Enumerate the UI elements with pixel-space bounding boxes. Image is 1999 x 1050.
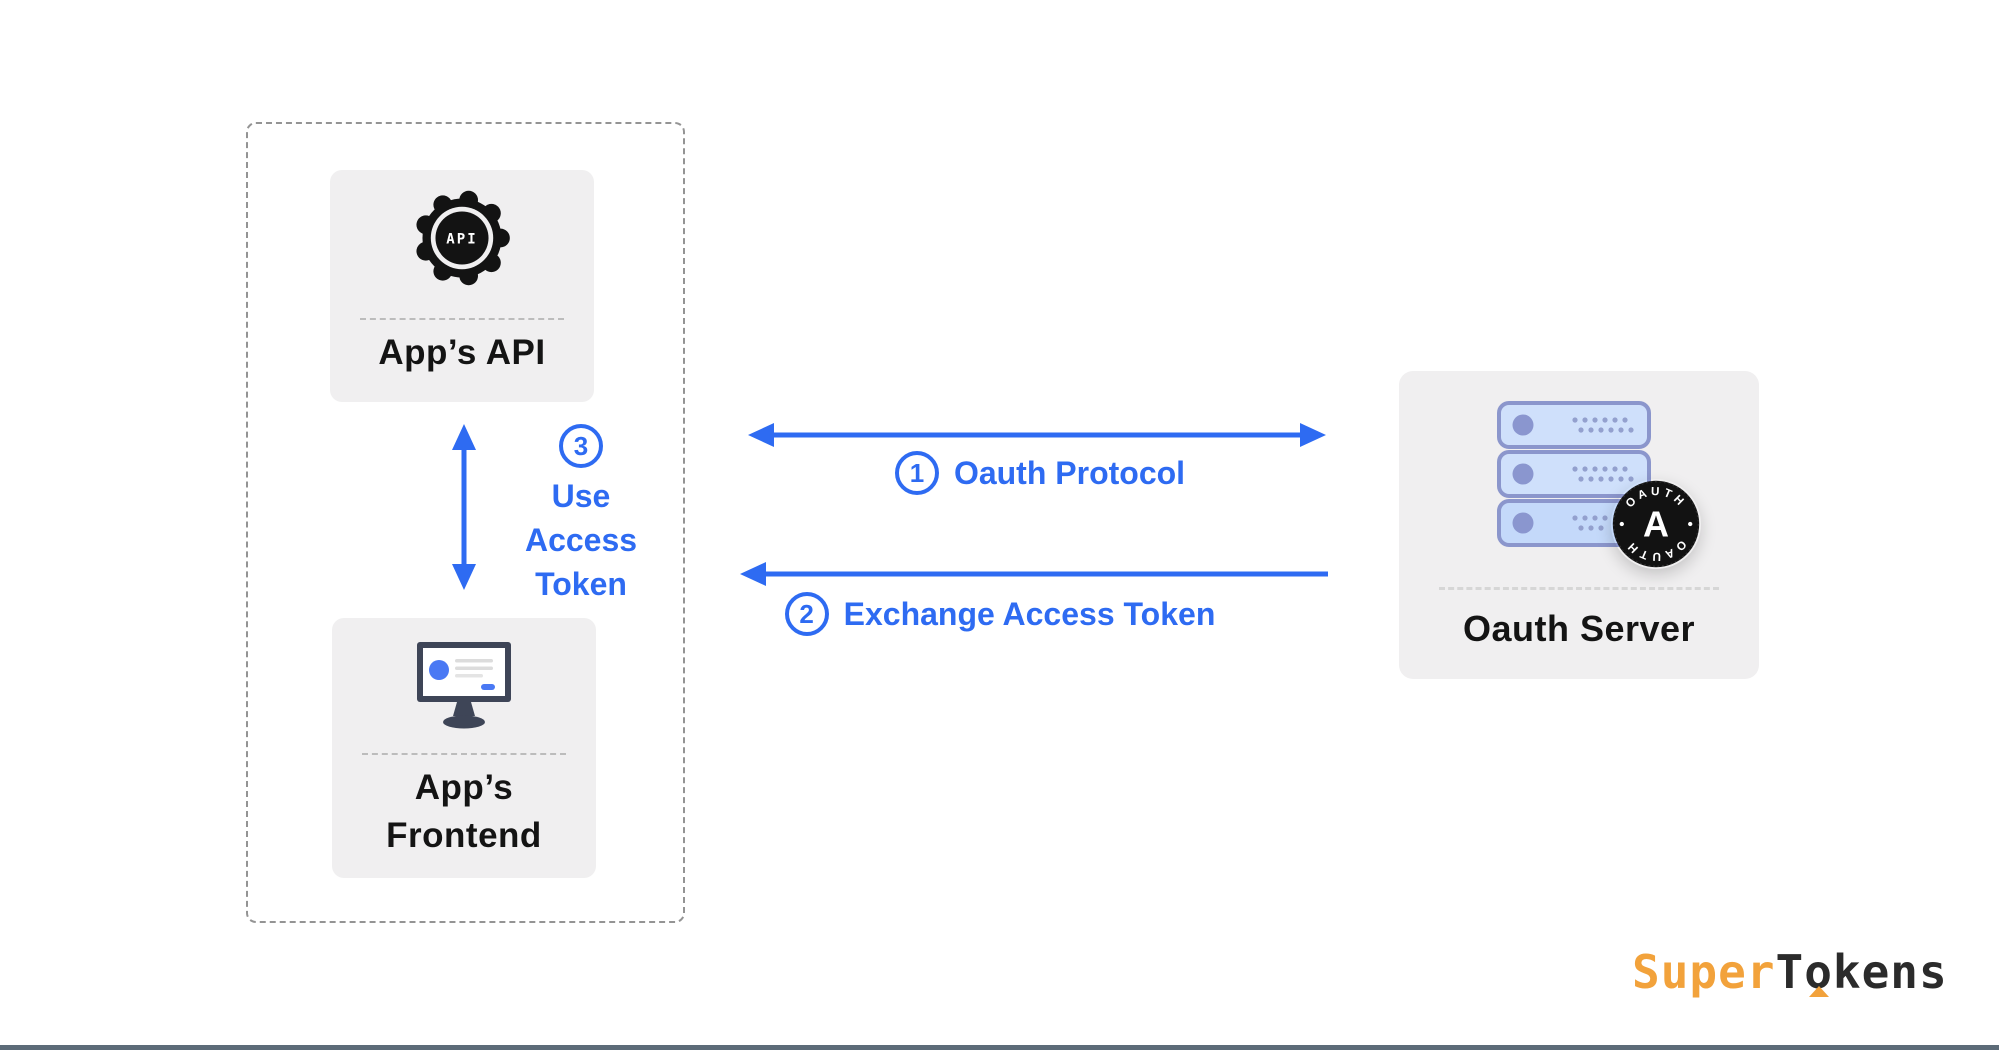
brand-super-text: Super — [1632, 945, 1776, 999]
api-card-divider — [360, 318, 564, 320]
monitor-icon — [409, 638, 519, 738]
api-card-title: App’s API — [378, 333, 546, 372]
server-card-divider — [1439, 587, 1719, 590]
oauth-badge-icon: OAUTH OAUTH A — [1611, 479, 1701, 569]
frontend-card-title: App’s Frontend — [332, 764, 596, 860]
step1-number-badge: 1 — [894, 451, 939, 495]
brand-lock-o: o — [1804, 945, 1833, 999]
apps-api-card: API App’s API — [330, 170, 594, 402]
step3-label-line1: Use — [551, 478, 611, 514]
api-gear-icon: API — [410, 186, 514, 298]
step1-label: 1 Oauth Protocol — [870, 450, 1210, 496]
exchange-access-token-arrow — [740, 562, 1328, 586]
step3-label-line3: Token — [535, 566, 627, 602]
brand-kens-text: kens — [1832, 945, 1948, 999]
badge-center-letter: A — [1643, 504, 1669, 545]
api-gear-icon-svg: API — [416, 190, 510, 286]
use-access-token-arrow — [452, 424, 476, 590]
server-stack-icon — [1495, 401, 1653, 549]
step2-label: 2 Exchange Access Token — [780, 591, 1220, 637]
bottom-border-line — [0, 1045, 1999, 1050]
step3-label: 3 Use Access Token — [514, 424, 648, 606]
server-stack-icon-svg — [1497, 401, 1651, 547]
oauth-server-card: OAUTH OAUTH A Oauth Server — [1399, 371, 1759, 679]
step3-label-line2: Access — [524, 522, 638, 558]
step3-number-badge: 3 — [559, 424, 603, 468]
oauth-badge-svg: OAUTH OAUTH A — [1612, 480, 1700, 568]
frontend-card-divider — [362, 753, 566, 755]
api-icon-label: API — [446, 232, 478, 248]
apps-frontend-card: App’s Frontend — [332, 618, 596, 878]
server-card-title: Oauth Server — [1462, 608, 1696, 649]
oauth-protocol-arrow — [748, 423, 1326, 447]
frontend-title-line2: Frontend — [386, 816, 542, 855]
monitor-icon-svg — [417, 642, 511, 729]
app-boundary-box — [246, 122, 685, 923]
step2-number-badge: 2 — [784, 592, 829, 636]
step1-label-text: Oauth Protocol — [953, 454, 1186, 491]
step2-label-text: Exchange Access Token — [843, 595, 1216, 632]
brand-t-text: T — [1775, 945, 1805, 999]
frontend-title-line1: App’s — [414, 768, 514, 807]
